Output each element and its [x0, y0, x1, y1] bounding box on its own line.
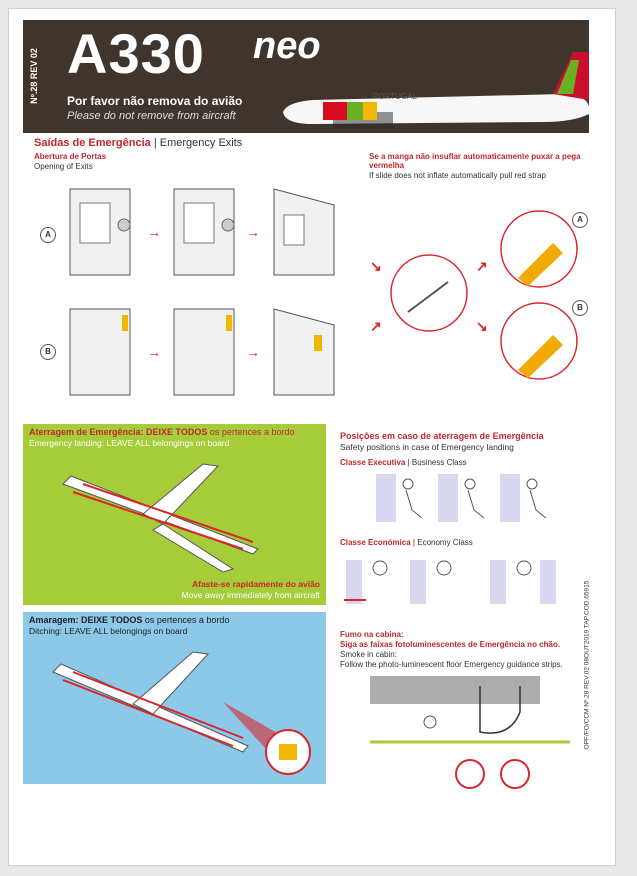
header-banner: Nº.28 REV 02 A330 neo Por favor não remo…	[23, 20, 589, 133]
row-a-label: A	[40, 227, 56, 243]
emergency-landing-panel: Aterragem de Emergência: DEIXE TODOS os …	[23, 424, 326, 605]
positions-title-pt: Posições em caso de aterragem de Emergên…	[340, 431, 544, 441]
card-reference: Nº.28 REV 02	[29, 48, 39, 104]
ditching-title-pt: Amaragem: DEIXE TODOS os pertences a bor…	[29, 615, 230, 625]
slide-b-illustration	[500, 302, 578, 380]
pull-strap-illustration	[390, 254, 468, 332]
landing-title-pt: Aterragem de Emergência: DEIXE TODOS os …	[29, 427, 295, 437]
ditching-panel: Amaragem: DEIXE TODOS os pertences a bor…	[23, 612, 326, 784]
door-a-step3	[273, 188, 335, 276]
step-arrow: →	[246, 224, 260, 240]
move-away-en: Move away immediately from aircraft	[181, 590, 320, 600]
move-away-pt: Afaste-se rapidamente do avião	[191, 579, 320, 589]
footer-code: OPF/FO/CCM Nº.28 REV.02 08OUT2019 TAP.CO…	[583, 580, 591, 750]
slide-a-illustration	[500, 210, 578, 288]
smoke-illustration	[370, 676, 570, 789]
notice-pt: Por favor não remova do avião	[67, 94, 243, 108]
exits-title: Saídas de Emergência | Emergency Exits	[34, 137, 243, 149]
row-b-label: B	[40, 344, 56, 360]
business-brace-3	[500, 474, 547, 522]
livery-text: PORTUGAL	[373, 92, 417, 101]
aircraft-model: A330	[67, 22, 205, 85]
step-arrow: →	[147, 224, 161, 240]
slide-note-en: If slide does not inflate automatically …	[369, 171, 546, 180]
slide-note-pt: Se a manga não insuflar automaticamente …	[369, 152, 581, 170]
step-arrow: →	[147, 344, 161, 360]
positions-title-en: Safety positions in case of Emergency la…	[340, 442, 514, 452]
door-b-step1	[69, 308, 131, 396]
business-brace-1	[376, 474, 423, 522]
economy-class-label: Classe Económica | Economy Class	[340, 538, 473, 547]
business-class-label: Classe Executiva | Business Class	[340, 458, 467, 467]
door-a-step2	[173, 188, 235, 276]
step-arrow: →	[246, 344, 260, 360]
step-arrow: ↗	[370, 318, 382, 334]
business-brace-2	[438, 474, 485, 522]
aircraft-model-suffix: neo	[253, 25, 321, 67]
door-b-step3	[273, 308, 335, 396]
ditching-evacuation-diagram	[52, 651, 311, 775]
door-a-step1	[69, 188, 131, 276]
step-arrow: ↘	[476, 318, 488, 334]
step-arrow: ↘	[370, 258, 382, 274]
landing-evacuation-diagram	[62, 463, 259, 573]
slide-a-label: A	[572, 212, 588, 228]
door-b-step2	[173, 308, 235, 396]
step-arrow: ↗	[476, 258, 488, 274]
aircraft-illustration: PORTUGAL	[283, 52, 589, 128]
economy-brace-positions	[344, 560, 556, 604]
smoke-instructions: Fumo na cabina: Siga as faixas fotolumin…	[340, 630, 563, 669]
opening-subtitle: Opening of Exits	[34, 162, 93, 171]
opening-title: Abertura de Portas	[34, 152, 107, 161]
ditching-title-en: Ditching: LEAVE ALL belongings on board	[29, 626, 188, 636]
notice-en: Please do not remove from aircraft	[67, 110, 236, 122]
slide-b-label: B	[572, 300, 588, 316]
landing-title-en: Emergency landing: LEAVE ALL belongings …	[29, 438, 230, 448]
